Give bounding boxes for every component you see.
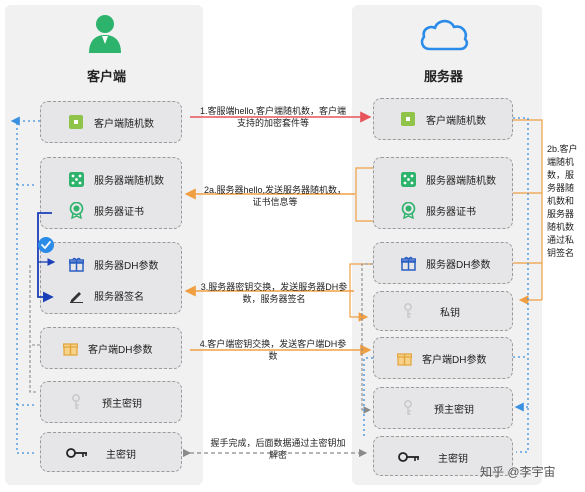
square-icon [400,111,416,127]
server-client-dh-box [373,337,513,379]
server-pre-master-label: 预主密钥 [434,404,474,416]
user-icon [89,15,121,53]
step1-label: 1.客服端hello,客户端随机数，客户端支持的加密套件等 [199,106,347,128]
server-pre-master-row: 预主密钥 [400,400,474,416]
server-right-blue-dots [513,117,529,453]
server-server-cert-label: 服务器证书 [426,206,476,218]
watermark: 知乎 @李宇宙 [480,465,556,479]
server-client-dh-label: 客户端DH参数 [422,354,487,366]
server-master-label: 主密钥 [438,453,468,465]
gift-icon [396,350,412,366]
cloud-icon [420,19,469,51]
client-server-dh-label: 服务器DH参数 [94,260,159,272]
key-icon [400,303,416,319]
step2b-label: 2b.客户端随机数，服务器随机数和服务器随机数通过私钥签名 [547,144,578,258]
pen-icon [68,287,84,303]
client-server-dh-box [40,242,182,314]
server-pre-master-box [373,387,513,429]
dice-icon [400,171,416,187]
gift-icon [62,340,78,356]
server-private-key-row: 私钥 [400,303,460,319]
server-server-dh-box [373,242,513,284]
client-client-dh-label: 客户端DH参数 [88,344,153,356]
server-server-cert-row: 服务器证书 [400,201,476,219]
square-icon [68,114,84,130]
server-client-dh-row: 客户端DH参数 [396,350,486,366]
gift-icon [400,255,416,271]
client-server-cert-row: 服务器证书 [68,201,144,219]
client-server-random-row: 服务器端随机数 [68,171,164,187]
client-server-cert-label: 服务器证书 [94,206,144,218]
client-pre-master-box [40,381,182,423]
done-label: 握手完成，后面数据通过主密钥加解密 [210,438,346,460]
verify-bracket [37,212,54,303]
server-server-random-label: 服务器端随机数 [426,175,496,187]
key-icon [68,394,84,410]
client-random-row: 客户端随机数 [68,114,154,130]
client-master-row: 主密钥 [66,445,136,461]
server-server-random-row: 服务器端随机数 [400,171,496,187]
server-master-row: 主密钥 [398,449,468,465]
step2a-label: 2a.服务器hello,发送服务器随机数，证书信息等 [203,185,347,207]
server-master-box [373,436,513,476]
client-left-blue-dots [16,120,40,454]
key-icon [400,400,416,416]
check-icon [38,237,54,253]
client-server-random-box [40,157,182,229]
client-server-dh-row: 服务器DH参数 [68,256,158,272]
dice-icon [68,171,84,187]
server-client-random-label: 客户端随机数 [426,115,486,127]
client-master-label: 主密钥 [106,449,136,461]
client-random-box [40,101,182,143]
client-random-label: 客户端随机数 [94,118,154,130]
server-client-random-box [373,98,513,140]
server-client-random-row: 客户端随机数 [400,111,486,127]
client-server-random-label: 服务器端随机数 [94,175,164,187]
client-title: 客户端 [87,69,127,84]
badge-icon [400,201,416,219]
badge-icon [68,201,84,219]
client-client-dh-row: 客户端DH参数 [62,340,152,356]
client-server-sig-row: 服务器签名 [68,287,144,303]
server-private-key-label: 私钥 [440,307,460,319]
server-private-key-box [373,291,513,331]
server-server-dh-row: 服务器DH参数 [400,255,490,271]
server-left-gray-dash [361,263,373,414]
client-pre-master-row: 预主密钥 [68,394,142,410]
key-icon [66,445,88,461]
server-title: 服务器 [424,69,464,84]
key-icon [398,449,420,465]
client-pre-master-label: 预主密钥 [102,398,142,410]
server-left-blue-dots [363,357,373,438]
client-left-gray-dash [29,344,40,393]
step2a-bracket [355,167,373,222]
step4-label: 4.客户端密钥交换，发送客户端DH参数 [199,339,347,361]
server-server-random-box [373,157,513,229]
step3-label: 3.服务器密钥交换，发送服务器DH参数，服务器签名 [200,282,348,304]
client-master-box [40,432,182,472]
server-server-dh-label: 服务器DH参数 [426,259,491,271]
client-server-sig-label: 服务器签名 [94,291,144,303]
gift-icon [68,256,84,272]
